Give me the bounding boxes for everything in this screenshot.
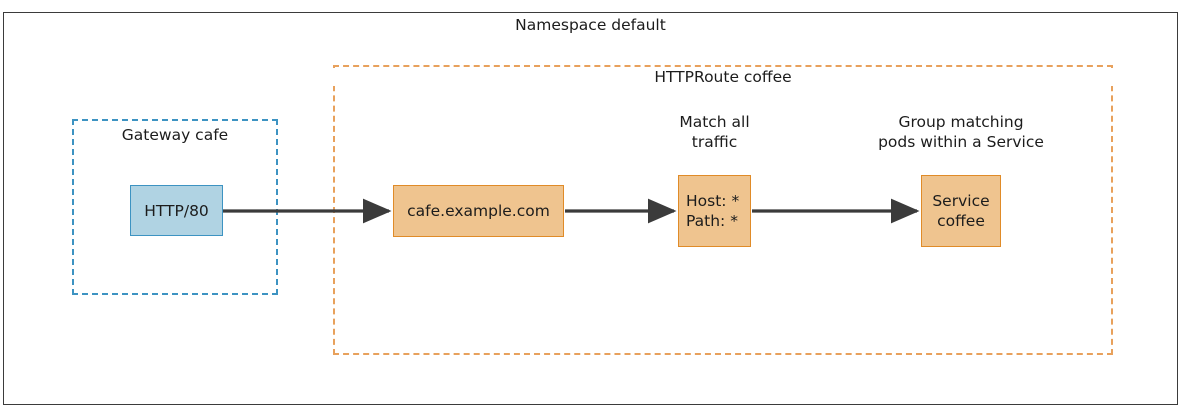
gateway-container [72,119,278,295]
gateway-listener-node[interactable]: HTTP/80 [130,185,223,236]
httproute-label: HTTPRoute coffee [333,68,1113,86]
match-caption: Match all traffic [679,113,750,151]
namespace-label: Namespace default [515,16,666,34]
backend-service-node[interactable]: Service coffee [921,175,1001,247]
hostname-node[interactable]: cafe.example.com [393,185,564,237]
backend-caption: Group matching pods within a Service [878,113,1044,151]
route-match-node[interactable]: Host: * Path: * [678,175,751,247]
gateway-label: Gateway cafe [121,126,229,144]
